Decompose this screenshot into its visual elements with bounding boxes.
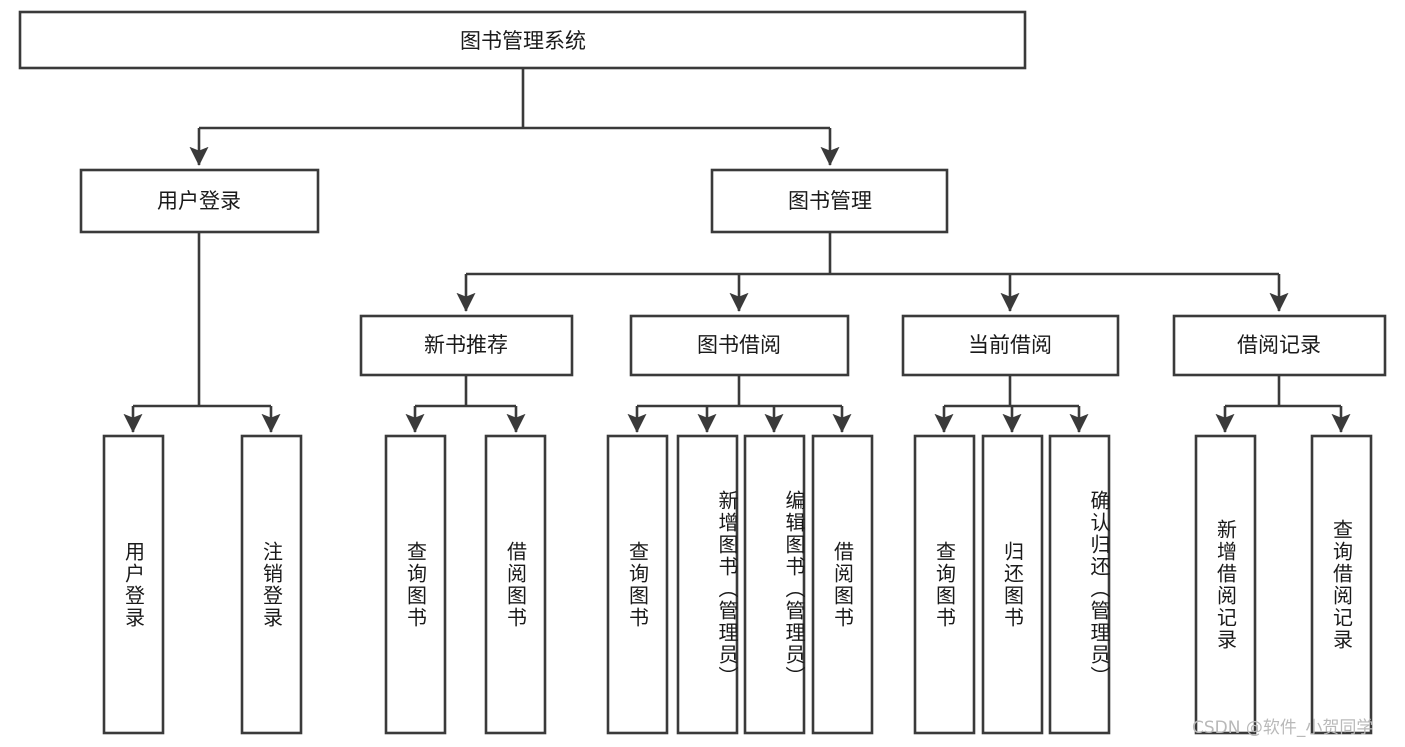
node-root-label: 图书管理系统 (460, 29, 586, 53)
leafbox-return-book[interactable] (981, 434, 1044, 735)
node-user-login-label: 用户登录 (157, 189, 241, 213)
node-new-book-recommend-box[interactable] (359, 314, 574, 377)
leafbox-edit-book[interactable] (743, 434, 806, 735)
leafbox-query-book-2[interactable] (606, 434, 669, 735)
csdn-watermark: CSDN @软件_小贺同学 (1192, 718, 1374, 738)
leafbox-borrow-book-1[interactable] (484, 434, 547, 735)
leafbox-query-book-1[interactable] (384, 434, 447, 735)
leafbox-add-book[interactable] (676, 434, 739, 735)
node-root-box[interactable] (18, 10, 1027, 70)
leafbox-query-borrow-record[interactable] (1310, 434, 1373, 735)
node-current-borrow-label: 当前借阅 (968, 333, 1052, 357)
leafbox-query-book-3[interactable] (913, 434, 976, 735)
node-book-management-label: 图书管理 (788, 189, 872, 213)
leafbox-confirm-return[interactable] (1048, 434, 1111, 735)
node-book-borrow-label: 图书借阅 (697, 333, 781, 357)
node-user-login-box[interactable] (79, 168, 320, 234)
leafbox-logout-login[interactable] (240, 434, 303, 735)
node-new-book-recommend-label: 新书推荐 (424, 333, 508, 357)
node-current-borrow-box[interactable] (901, 314, 1120, 377)
leafbox-borrow-book-2[interactable] (811, 434, 874, 735)
leafbox-add-borrow-record[interactable] (1194, 434, 1257, 735)
leafbox-user-login[interactable] (102, 434, 165, 735)
node-borrow-record-label: 借阅记录 (1237, 333, 1321, 357)
